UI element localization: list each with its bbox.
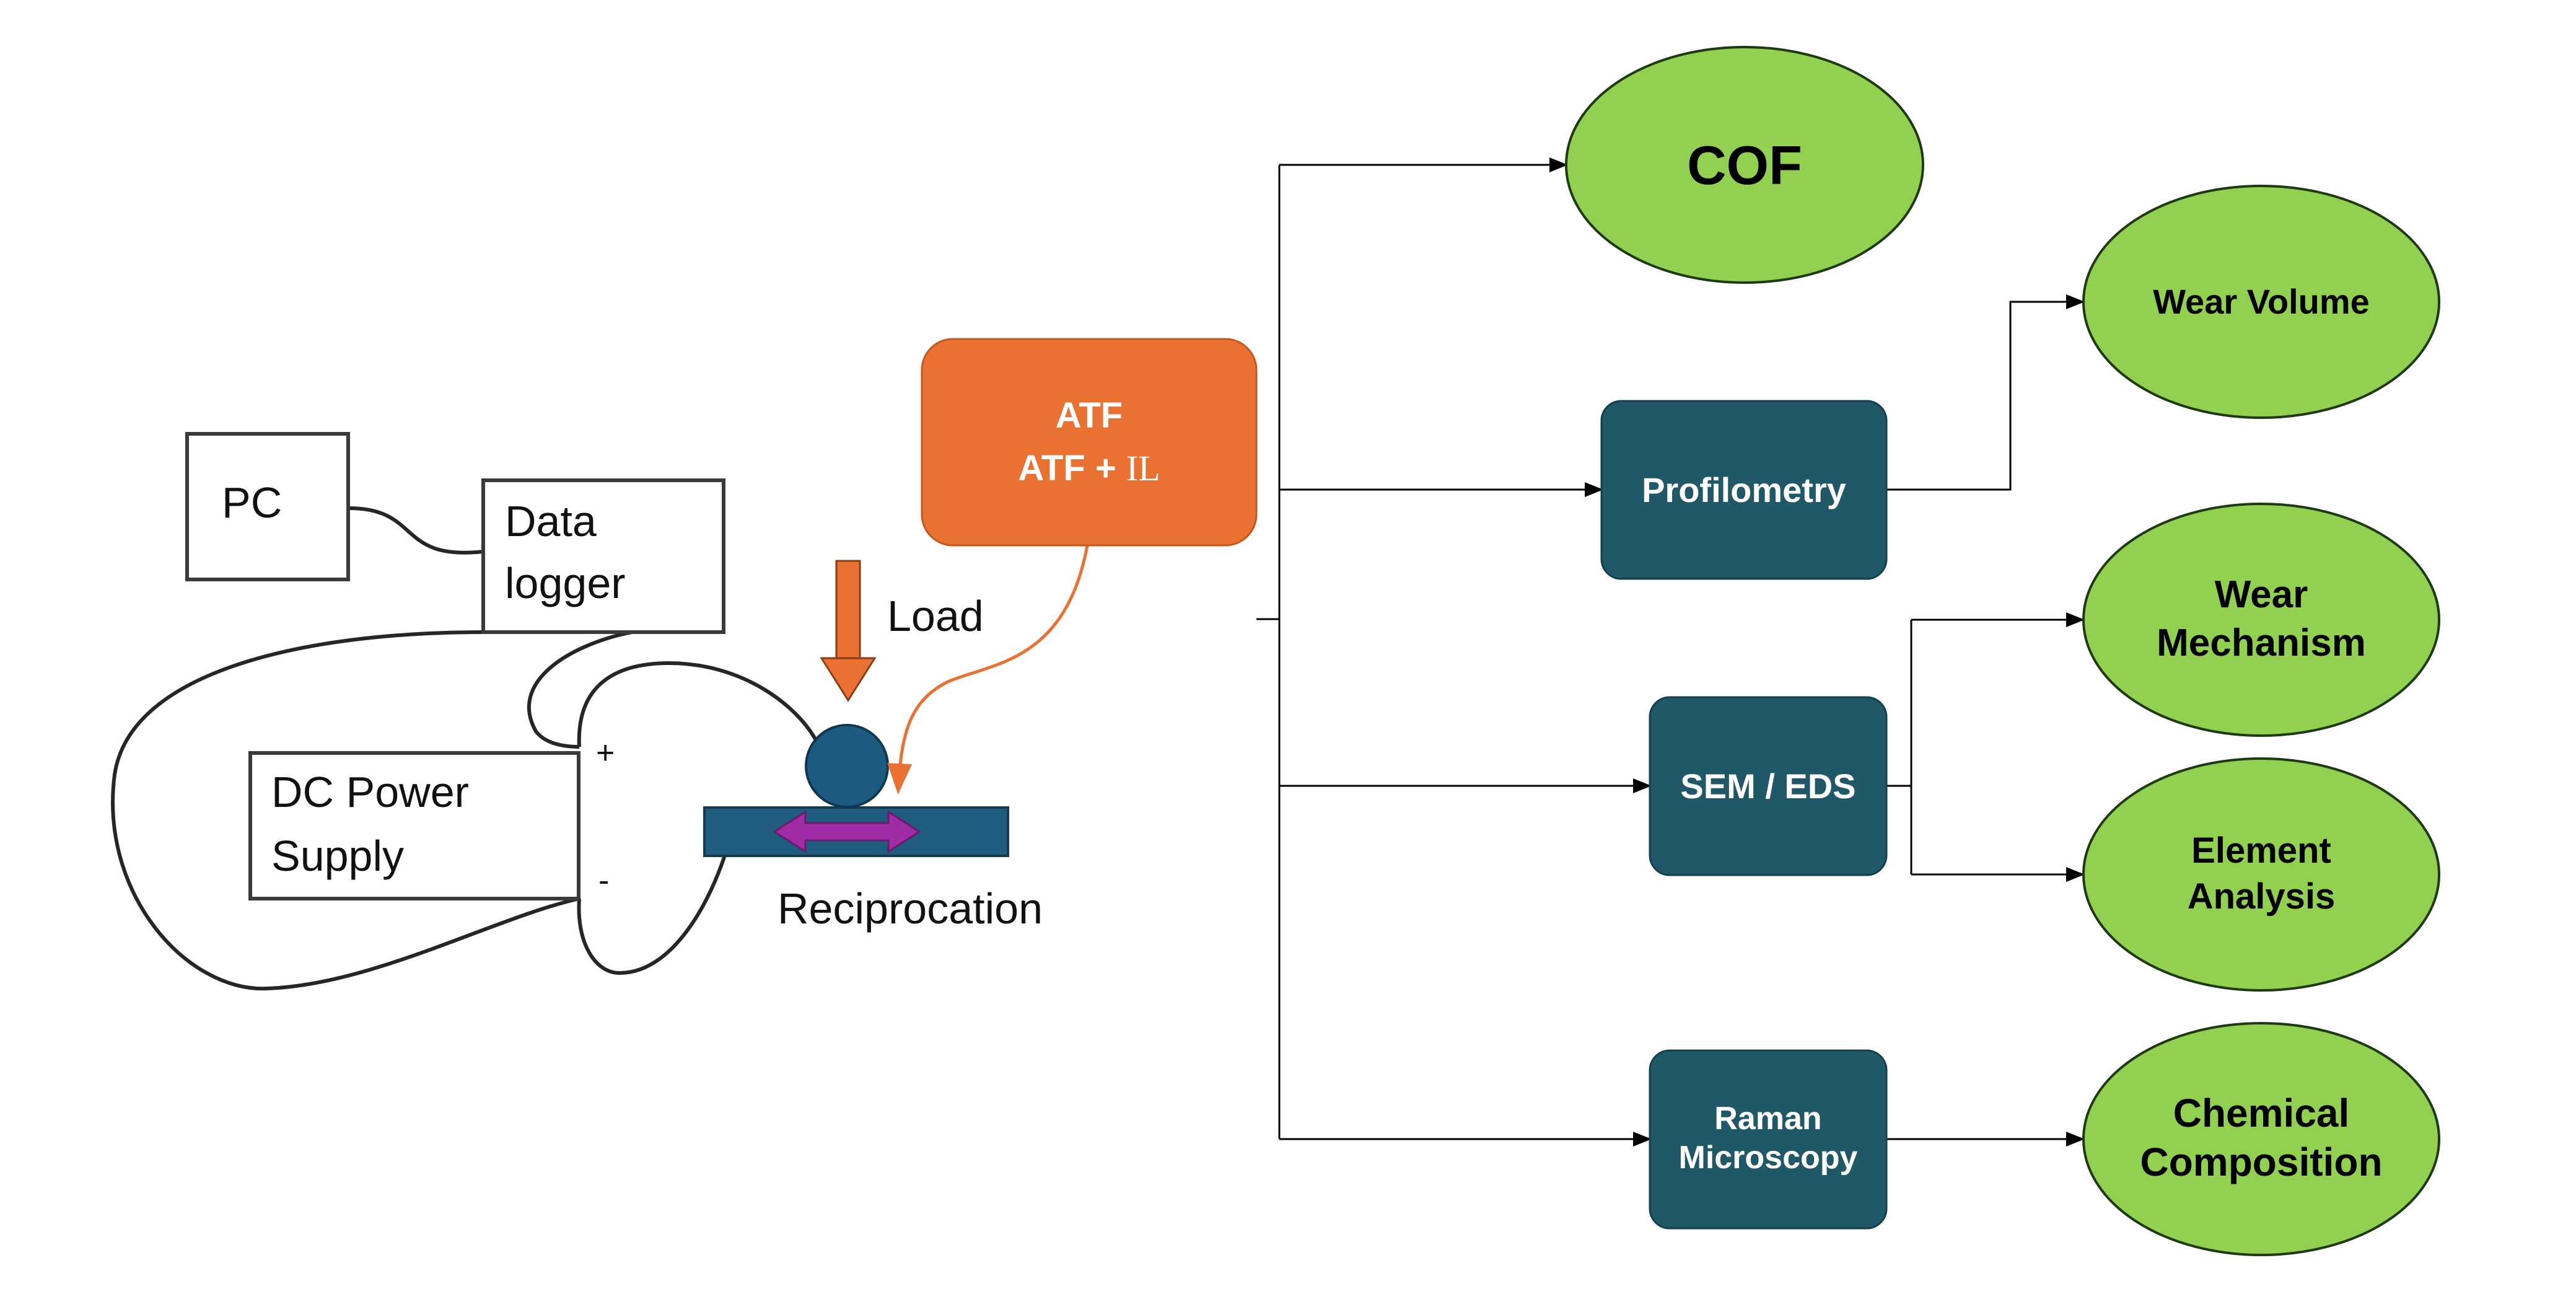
raman-label-line1: Raman [1714,1101,1821,1137]
raman-label-line2: Microscopy [1679,1140,1858,1176]
pc-box [185,432,350,581]
element-analysis-label-line2: Analysis [2188,876,2336,917]
element-analysis-ellipse [2082,757,2440,992]
logger-to-positive-wire [527,630,633,749]
lubricant-label-line2: ATF + IL [1018,448,1160,488]
lubricant-box [921,338,1258,547]
dc-power-label-line1: DC Power [271,768,469,816]
negative-to-plate-wire [577,855,727,975]
cof-label: COF [1687,134,1802,196]
positive-terminal-label: + [596,735,615,771]
connectors [1256,157,2085,1147]
profilometry-label: Profilometry [1642,470,1846,509]
element-analysis-label-line1: Element [2191,830,2331,871]
lubricant-label-line1: ATF [1056,395,1123,436]
cof-ellipse [1565,46,1924,284]
results: COF Wear Volume Wear Mechanism Element A… [1565,46,2440,1256]
data-logger-label-line2: logger [505,559,626,607]
characterization-methods: Profilometry SEM / EDS Raman Microscopy [1600,400,1888,1230]
dc-power-label-line2: Supply [271,832,404,880]
wear-volume-ellipse [2082,185,2440,419]
pc-to-logger-wire [348,506,484,555]
positive-to-ball-wire [577,661,820,747]
reciprocation-label: Reciprocation [778,884,1043,933]
experimental-setup: PC Data logger DC Power Supply + - Load … [111,432,1043,991]
chemical-composition-label-line1: Chemical [2173,1091,2350,1135]
dc-power-supply-box [248,751,580,900]
raman-box [1649,1049,1888,1230]
pc-label: PC [222,478,282,527]
chemical-composition-label-line2: Composition [2140,1140,2382,1184]
negative-terminal-label: - [598,863,609,899]
wear-mechanism-label-line2: Mechanism [2157,622,2366,664]
profilometry-to-wear-volume [1886,294,2085,491]
outer-loop-wire [111,630,580,991]
lubricant-to-contact-arrow [887,545,1089,795]
data-logger-label-line1: Data [505,497,597,545]
lubricant: ATF ATF + IL [887,338,1258,795]
load-label: Load [887,592,984,640]
wear-mechanism-label-line1: Wear [2215,573,2308,616]
profilometry-box [1600,400,1888,580]
sem-eds-label: SEM / EDS [1680,767,1855,806]
wear-mechanism-ellipse [2082,503,2440,737]
chemical-composition-ellipse [2082,1022,2440,1256]
sem-eds-box [1649,696,1888,876]
load-arrow [820,560,877,702]
wear-volume-label: Wear Volume [2153,282,2370,321]
ball-specimen [805,724,889,808]
data-logger-box [481,478,725,634]
reciprocation-double-arrow [773,810,921,853]
